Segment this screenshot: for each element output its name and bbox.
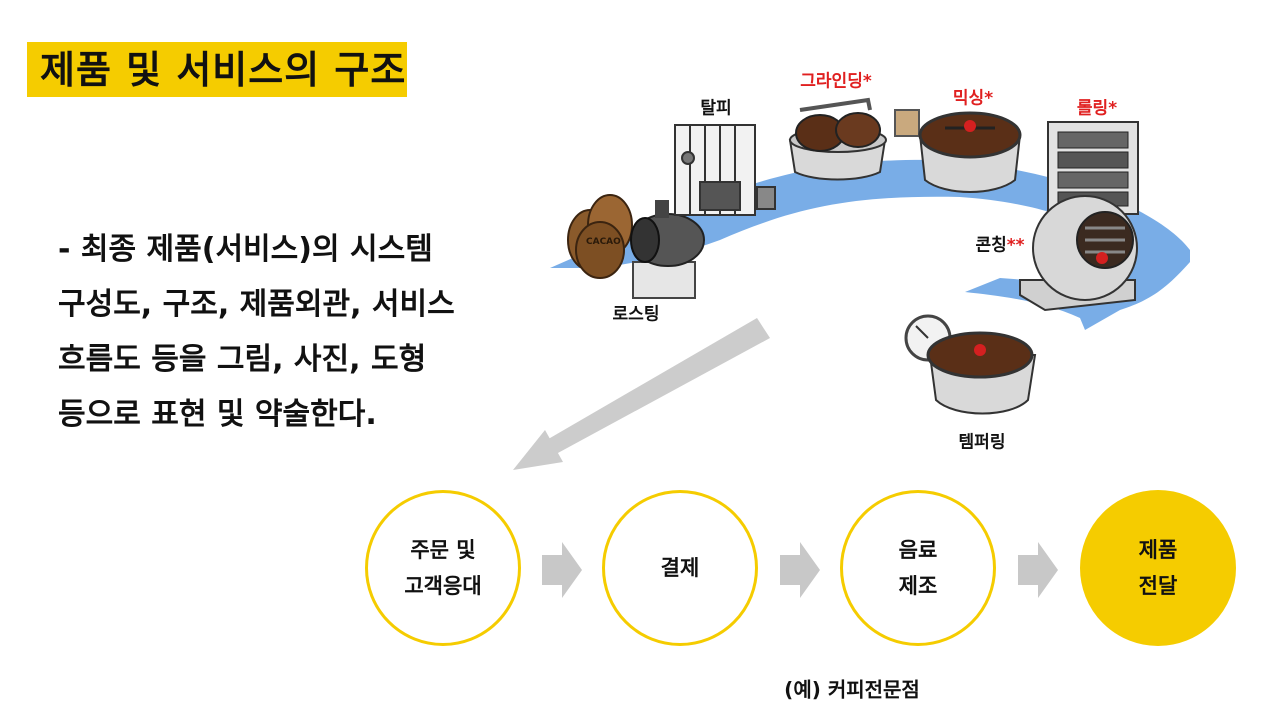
label-tempering: 템퍼링: [958, 432, 1006, 453]
flow-step-label: 결제: [660, 556, 700, 580]
label-winnowing: 탈피: [700, 98, 732, 119]
flow-arrow: [1018, 542, 1058, 598]
down-left-arrow: [513, 318, 770, 470]
flow-step-payment: 결제: [602, 490, 758, 646]
conching-machine-illustration: [1019, 195, 1138, 312]
flow-step-delivery: 제품 전달: [1080, 490, 1236, 646]
flow-step-label: 고객응대: [404, 574, 482, 598]
flow-step-label: 주문 및: [410, 538, 476, 562]
page-title: 제품 및 서비스의 구조: [40, 48, 407, 92]
description-line: 등으로 표현 및 약술한다.: [58, 397, 377, 432]
flow-step-label: 음료: [898, 538, 938, 562]
flow-step-label: 제조: [898, 574, 938, 598]
flow-step-order: 주문 및 고객응대: [365, 490, 521, 646]
roasting-machine-illustration: CACAO: [567, 194, 705, 299]
mixing-machine-illustration: [918, 111, 1022, 193]
sack-label: CACAO: [586, 237, 621, 247]
grinding-machine-illustration: [788, 97, 920, 181]
description-line: 구성도, 구조, 제품외관, 서비스: [58, 287, 455, 322]
label-grinding: 그라인딩*: [800, 71, 872, 92]
label-rolling: 롤링*: [1076, 98, 1118, 119]
tempering-machine-illustration: [904, 314, 1037, 415]
title-banner: [27, 42, 407, 97]
flow-arrow: [780, 542, 820, 598]
flow-step-label: 제품: [1138, 538, 1178, 562]
flow-step-making: 음료 제조: [840, 490, 996, 646]
example-caption: (예) 커피전문점: [784, 677, 920, 702]
label-mixing: 믹싱*: [952, 88, 994, 109]
label-conching: 콘칭**: [975, 235, 1025, 256]
flow-step-label: 전달: [1138, 574, 1178, 598]
description-text: - 최종 제품(서비스)의 시스템 구성도, 구조, 제품외관, 서비스 흐름도…: [58, 222, 498, 442]
winnowing-machine-illustration: [674, 124, 776, 216]
description-line: - 최종 제품(서비스)의 시스템: [58, 232, 433, 267]
description-line: 흐름도 등을 그림, 사진, 도형: [58, 342, 427, 377]
label-roasting: 로스팅: [612, 304, 660, 325]
rolling-machine-illustration: [1047, 121, 1139, 215]
flow-arrow: [542, 542, 582, 598]
